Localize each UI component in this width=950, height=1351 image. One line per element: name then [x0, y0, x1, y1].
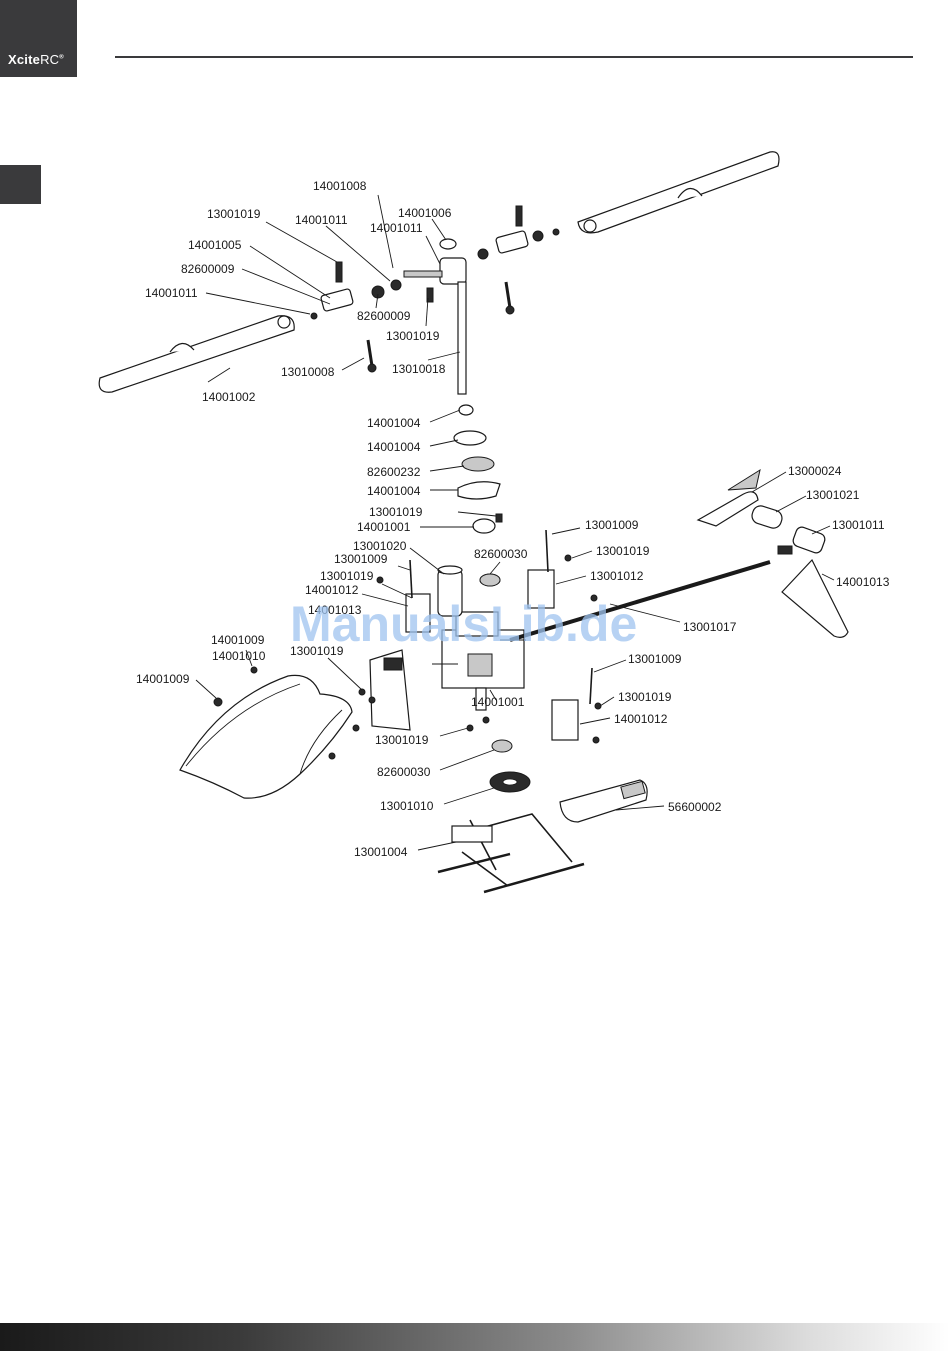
- part-label: 14001012: [305, 583, 359, 597]
- main-shaft: [457, 281, 467, 395]
- part-label: 14001006: [398, 206, 452, 220]
- main-blade-right: [577, 151, 780, 234]
- canopy: [179, 674, 353, 799]
- part-label: 14001013: [836, 575, 890, 589]
- part-label: 14001013: [308, 603, 362, 617]
- footer-gradient-bar: [0, 1323, 950, 1351]
- parts-illustration: [98, 151, 849, 894]
- part-label: 13001019: [207, 207, 261, 221]
- part-label: 13001009: [585, 518, 639, 532]
- landing-skid: [437, 813, 585, 894]
- part-label: 14001011: [295, 213, 348, 227]
- part-label: 14001004: [367, 484, 421, 498]
- part-label: 14001004: [367, 416, 421, 430]
- part-label: 13001004: [354, 845, 408, 859]
- brand-logo: XciteRC®: [0, 0, 77, 77]
- bearing-82600232: [461, 456, 495, 472]
- part-label: 13000024: [788, 464, 842, 478]
- part-label: 14001012: [614, 712, 668, 726]
- part-label: 14001011: [145, 286, 198, 300]
- part-labels: 14001008 13001019 14001011 14001006 1400…: [136, 179, 890, 859]
- part-label: 14001001: [471, 695, 525, 709]
- part-label: 13010008: [281, 365, 335, 379]
- watermark: ManualsLib.de: [290, 596, 637, 652]
- tail-rotor: [696, 491, 759, 527]
- part-label: 13001020: [353, 539, 407, 553]
- rotor-head: [320, 205, 544, 312]
- swash-base: [457, 481, 501, 500]
- part-label: 14001002: [202, 390, 256, 404]
- part-label: 14001004: [367, 440, 421, 454]
- part-label: 82600009: [357, 309, 411, 323]
- part-label: 82600009: [181, 262, 235, 276]
- part-label: 14001001: [357, 520, 411, 534]
- tail-fin: [781, 558, 849, 638]
- part-label: 14001011: [370, 221, 423, 235]
- part-label: 82600030: [377, 765, 431, 779]
- part-label: 14001008: [313, 179, 367, 193]
- part-label: 13010018: [392, 362, 446, 376]
- part-label: 13001019: [290, 644, 344, 658]
- header-rule: [115, 56, 913, 58]
- part-label: 14001009: [136, 672, 190, 686]
- part-label: 13001019: [369, 505, 423, 519]
- part-label: 56600002: [668, 800, 722, 814]
- brand-logo-text: XciteRC®: [8, 52, 64, 67]
- part-label: 13001012: [590, 569, 644, 583]
- side-tab-marker: [0, 165, 41, 204]
- tail-boom: [509, 560, 771, 642]
- part-label: 13001021: [806, 488, 860, 502]
- part-label: 13001017: [683, 620, 737, 634]
- swashplate: [453, 430, 487, 446]
- part-label: 13001009: [334, 552, 388, 566]
- part-label: 82600232: [367, 465, 421, 479]
- tail-motor: [792, 526, 826, 554]
- part-label: 13001019: [618, 690, 672, 704]
- part-label: 82600030: [474, 547, 528, 561]
- part-label: 13001019: [375, 733, 429, 747]
- part-label: 14001010: [212, 649, 266, 663]
- part-label: 13001010: [380, 799, 434, 813]
- part-label: 14001009: [211, 633, 265, 647]
- part-label: 13001019: [386, 329, 440, 343]
- main-blade-left: [98, 315, 295, 393]
- part-label: 13001011: [832, 518, 885, 532]
- part-label: 14001005: [188, 238, 242, 252]
- part-label: 13001019: [320, 569, 374, 583]
- part-label: 13001009: [628, 652, 682, 666]
- leader-lines: [195, 194, 835, 851]
- part-label: 13001019: [596, 544, 650, 558]
